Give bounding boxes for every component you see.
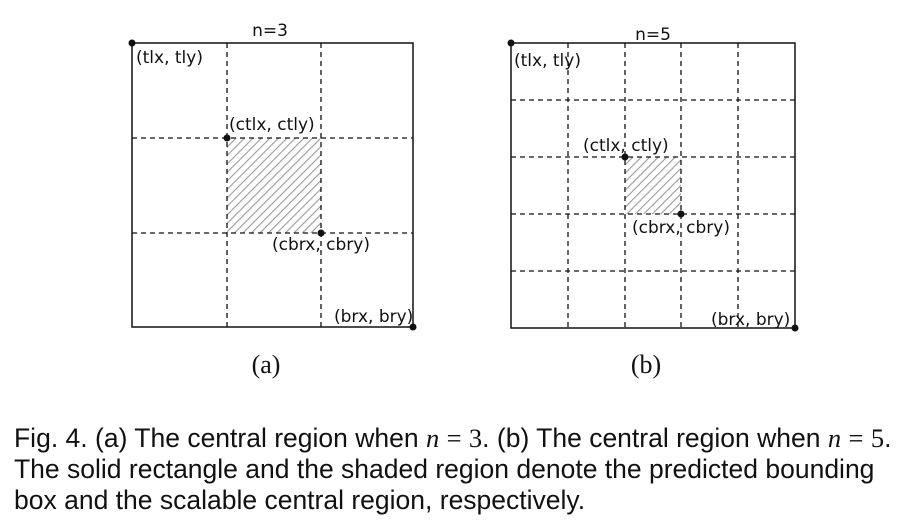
panel-a-sublabel: (a)	[252, 350, 281, 379]
caption-eq-2: =	[848, 423, 864, 453]
panel-a-br-label: (brx, bry)	[334, 307, 413, 327]
caption-part1: (a) The central region when	[95, 423, 419, 453]
caption-var-n-2: n	[827, 423, 842, 453]
caption-eq-1: =	[446, 423, 462, 453]
panel-b-ctl-point	[621, 153, 629, 161]
panel-a: n=3 (tlx, tly) (ctlx, ctly) (cbrx, cbry)…	[128, 21, 417, 379]
panel-b-central-region	[625, 157, 681, 214]
panel-b-br-point	[791, 324, 799, 332]
panel-b-sublabel: (b)	[631, 350, 661, 379]
panel-a-ctl-point	[223, 134, 231, 142]
panel-a-central-region	[227, 138, 321, 233]
caption-fig-number: Fig. 4.	[14, 423, 88, 453]
diagram: n=3 (tlx, tly) (ctlx, ctly) (cbrx, cbry)…	[128, 21, 799, 379]
panel-a-cbr-label: (cbrx, cbry)	[272, 235, 370, 255]
panel-a-bounding-box	[131, 42, 414, 328]
panel-a-tl-label: (tlx, tly)	[136, 48, 203, 68]
panel-b-ctl-label: (ctlx, ctly)	[583, 136, 669, 156]
caption-part3: . The solid rectangle and the shaded reg…	[14, 423, 892, 515]
panel-a-tl-point	[128, 39, 136, 47]
panel-a-title: n=3	[252, 21, 288, 41]
caption-val-5: 5	[870, 423, 885, 453]
panel-b-cbr-label: (cbrx, cbry)	[632, 218, 730, 238]
panel-b-title: n=5	[635, 25, 671, 45]
panel-a-ctl-label: (ctlx, ctly)	[229, 115, 315, 135]
figure-caption: Fig. 4. (a) The central region when n = …	[14, 423, 918, 516]
panel-a-cbr-point	[317, 229, 325, 237]
panel-b-br-label: (brx, bry)	[711, 310, 790, 330]
caption-part2: . (b) The central region when	[482, 423, 821, 453]
caption-val-3: 3	[468, 423, 483, 453]
panel-a-br-point	[409, 323, 417, 331]
panel-b: n=5 (tlx, tly) (ctlx, ctly) (cbrx, cbry)…	[507, 25, 799, 379]
caption-var-n-1: n	[425, 423, 440, 453]
panel-b-tl-point	[507, 39, 515, 47]
panel-b-bounding-box	[510, 42, 796, 329]
panel-b-cbr-point	[677, 210, 685, 218]
panel-b-tl-label: (tlx, tly)	[514, 51, 581, 71]
